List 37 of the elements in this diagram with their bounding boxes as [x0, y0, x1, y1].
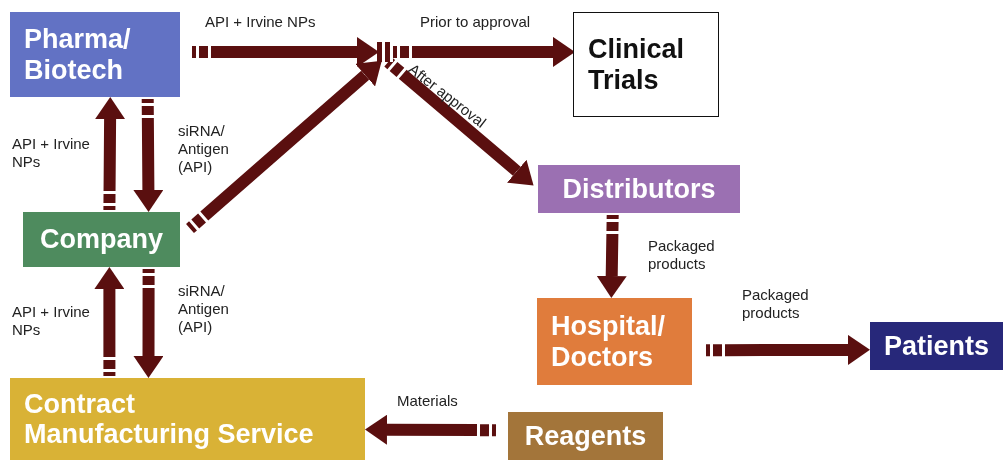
entity-name: Hospital/ Doctors: [551, 311, 666, 372]
edge-label: siRNA/ Antigen (API): [178, 282, 230, 336]
edge-label: API + Irvine NPs: [12, 135, 91, 171]
entity-name: Pharma/ Biotech: [24, 24, 132, 85]
entity-box: [538, 165, 740, 213]
edge-label: API + Irvine NPs: [205, 13, 316, 31]
edge-label: API + Irvine NPs: [12, 303, 91, 339]
entity-box: [537, 298, 692, 385]
entity-name: Distributors: [562, 173, 716, 205]
arrow: [94, 267, 125, 376]
arrow: [133, 98, 164, 212]
arrow: [384, 57, 534, 186]
edge-label: Prior to approval: [420, 13, 531, 31]
arrow: [186, 60, 382, 233]
arrow: [192, 37, 379, 67]
entity-name: Company: [40, 224, 163, 255]
entity-name: Contract Manufacturing Service: [24, 388, 315, 450]
entity-box: [10, 378, 365, 460]
edge-label: Packaged products: [648, 237, 716, 273]
arrow: [393, 36, 575, 67]
arrow: [705, 334, 870, 365]
arrow: [596, 214, 627, 298]
entity-box: [573, 12, 719, 117]
entity-box: [23, 212, 180, 267]
arrow: [133, 269, 164, 378]
edge-label: siRNA/ Antigen (API): [178, 122, 230, 176]
arrow: [365, 414, 497, 445]
entity-name: Reagents: [524, 420, 647, 452]
entity-box: [870, 322, 1003, 370]
edge-label: Packaged products: [742, 286, 810, 322]
arrow: [95, 97, 126, 211]
entity-name: Patients: [884, 330, 990, 362]
entity-name: Clinical Trials: [588, 34, 686, 95]
entity-box: [508, 412, 663, 460]
entity-box: [10, 12, 180, 97]
junction-bar: [377, 42, 393, 62]
edge-label: Materials: [397, 392, 458, 410]
